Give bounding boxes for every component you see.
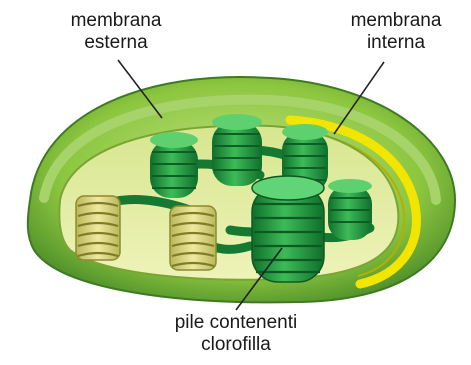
granum-cut-1: [76, 196, 120, 260]
granum-back-1: [150, 132, 198, 198]
label-grana-line2: clorofilla: [152, 334, 320, 356]
label-outer-membrane: membrana esterna: [52, 10, 180, 54]
label-outer-membrane-line1: membrana: [52, 10, 180, 32]
granum-front: [252, 176, 324, 282]
granum-back-2: [212, 114, 262, 186]
label-inner-membrane-line2: interna: [328, 32, 464, 54]
label-grana: pile contenenti clorofilla: [152, 312, 320, 356]
label-inner-membrane-line1: membrana: [328, 10, 464, 32]
granum-cut-2: [170, 206, 216, 270]
label-inner-membrane: membrana interna: [328, 10, 464, 54]
granum-back-4: [328, 179, 372, 240]
label-grana-line1: pile contenenti: [152, 312, 320, 334]
label-outer-membrane-line2: esterna: [52, 32, 180, 54]
